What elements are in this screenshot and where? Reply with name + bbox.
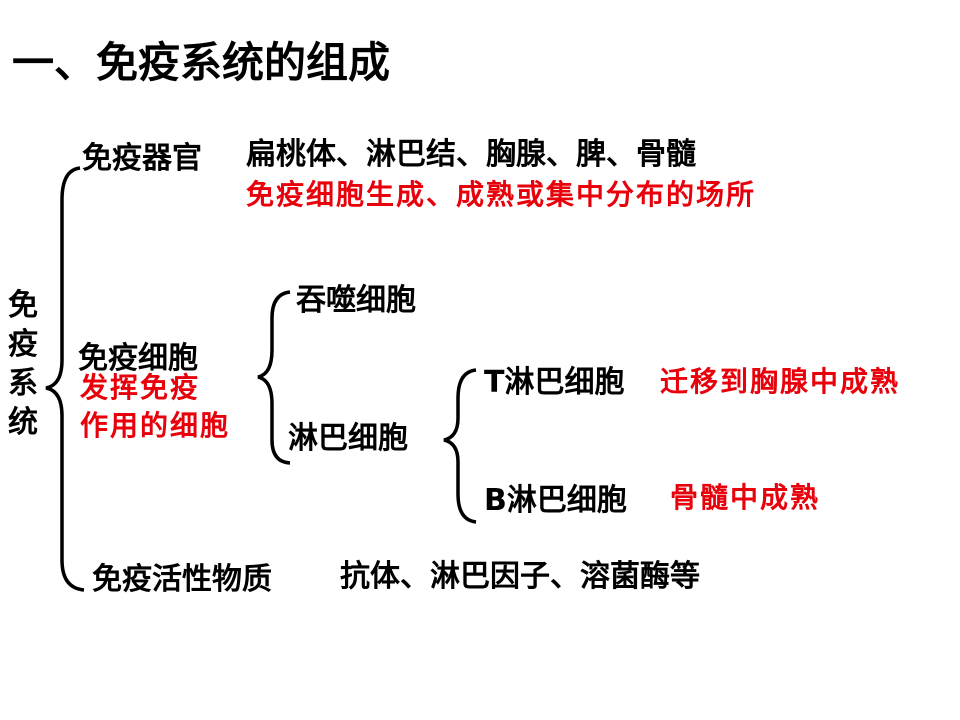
phagocyte-label: 吞噬细胞 — [296, 283, 416, 318]
cells-note-line1: 发挥免疫 — [80, 371, 201, 404]
lymphocyte-label: 淋巴细胞 — [288, 421, 408, 456]
organs-examples: 扁桃体、淋巴结、胸腺、脾、骨髓 — [246, 137, 696, 172]
main-brace — [45, 166, 85, 592]
page-title: 一、免疫系统的组成 — [12, 38, 391, 87]
root-label: 免疫系统 — [8, 288, 38, 440]
lymphocyte-brace — [443, 368, 477, 524]
cells-brace — [257, 290, 291, 465]
organs-label: 免疫器官 — [82, 141, 202, 176]
cells-label: 免疫细胞 — [78, 341, 198, 376]
cells-note-line2: 作用的细胞 — [80, 409, 231, 442]
t-cell-label: T淋巴细胞 — [484, 365, 625, 400]
substances-examples: 抗体、淋巴因子、溶菌酶等 — [340, 559, 700, 594]
substances-label: 免疫活性物质 — [92, 562, 272, 597]
b-cell-label: B淋巴细胞 — [484, 483, 627, 518]
t-cell-note: 迁移到胸腺中成熟 — [660, 365, 901, 398]
b-cell-note: 骨髓中成熟 — [670, 481, 821, 514]
organs-note: 免疫细胞生成、成熟或集中分布的场所 — [246, 178, 757, 211]
